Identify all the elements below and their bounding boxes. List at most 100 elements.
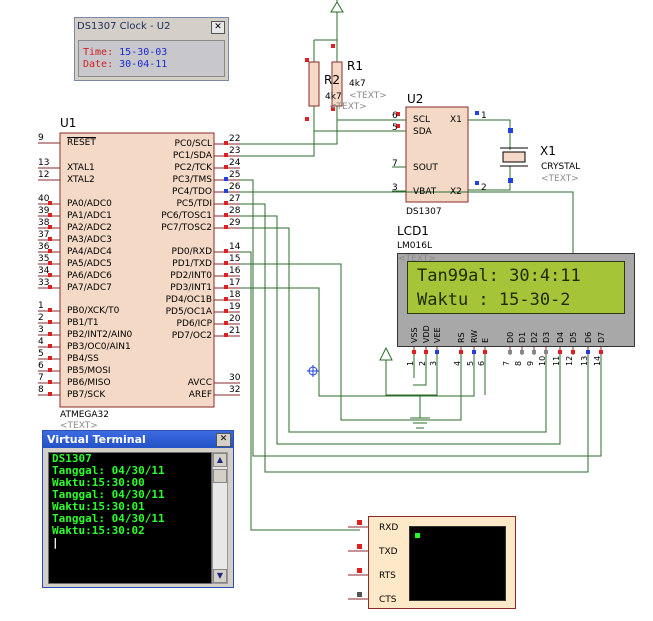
u1-pin-name: PC6/TOSC1 bbox=[161, 211, 212, 221]
u1-pin-name: PC1/SDA bbox=[172, 151, 212, 161]
u1-pin-num: 23 bbox=[229, 146, 241, 156]
virtual-terminal-titlebar[interactable]: Virtual Terminal ✕ bbox=[43, 431, 233, 448]
lcd-pin-num: 2 bbox=[418, 360, 427, 366]
u1-pin-num: 38 bbox=[38, 218, 50, 228]
date-value: 30-04-11 bbox=[119, 59, 168, 70]
virtual-terminal-title: Virtual Terminal bbox=[47, 433, 146, 446]
u1-pin-num: 2 bbox=[38, 313, 44, 323]
power-terminal bbox=[313, 0, 344, 62]
u1-pin-num: 5 bbox=[38, 349, 44, 359]
r2-ref-label[interactable]: R2 bbox=[324, 73, 340, 87]
lcd-pin-name: RW bbox=[470, 329, 479, 343]
u2-pin-sda: SDA bbox=[413, 127, 432, 137]
u1-pin-num: 22 bbox=[229, 134, 241, 144]
time-value: 15-30-03 bbox=[119, 47, 168, 58]
u1-pin-name: PD0/RXD bbox=[171, 247, 212, 257]
u1-pin-num: 30 bbox=[229, 373, 241, 383]
lcd-pin-name: VDD bbox=[422, 325, 431, 343]
x1-text-tag: <TEXT> bbox=[541, 174, 579, 184]
u1-pin-num: 20 bbox=[229, 314, 241, 324]
u1-pin-num: 36 bbox=[38, 242, 50, 252]
u1-pin-num: 7 bbox=[38, 373, 44, 383]
close-icon[interactable]: ✕ bbox=[211, 21, 225, 34]
u1-pin-num: 37 bbox=[38, 230, 50, 240]
lcd-pin-name: D6 bbox=[584, 331, 593, 343]
terminal-device-screen bbox=[409, 526, 506, 601]
lcd-pin-name: D4 bbox=[556, 331, 565, 343]
terminal-cursor: | bbox=[52, 536, 59, 549]
u1-pin-num: 32 bbox=[229, 385, 241, 395]
lcd-pin-markers bbox=[412, 350, 603, 354]
u1-pin-name: PB7/SCK bbox=[67, 390, 106, 400]
u1-pin-num: 3 bbox=[38, 325, 44, 335]
u1-pin-name: XTAL2 bbox=[67, 175, 95, 185]
u1-text-tag: <TEXT> bbox=[60, 421, 98, 431]
lcd-pin-num: 10 bbox=[538, 355, 547, 366]
lcd-pin-num: 4 bbox=[453, 360, 462, 366]
terminal-scrollbar[interactable]: ▲ ▼ bbox=[212, 452, 228, 584]
u1-pin-name: PB4/SS bbox=[67, 354, 99, 364]
u1-pin-num: 28 bbox=[229, 206, 241, 216]
u1-part-label: ATMEGA32 bbox=[60, 410, 109, 420]
u2-pin-num-vbat: 3 bbox=[392, 183, 398, 193]
scroll-down-icon[interactable]: ▼ bbox=[213, 569, 227, 583]
u1-pin-num: 35 bbox=[38, 254, 50, 264]
virtual-terminal-device[interactable]: RXD TXD RTS CTS bbox=[368, 516, 516, 609]
lcd-pin-name: D3 bbox=[542, 331, 551, 343]
ds1307-clock-window[interactable]: DS1307 Clock - U2 ✕ Time: 15-30-03 Date:… bbox=[74, 17, 229, 81]
lcd-part-label: LM016L bbox=[397, 241, 432, 251]
terminal-line: Waktu:15:30:00 bbox=[52, 476, 145, 489]
u1-pin-name: PA0/ADC0 bbox=[67, 199, 112, 209]
lcd-ref-label[interactable]: LCD1 bbox=[397, 224, 429, 238]
lcd-pin-name: VEE bbox=[433, 327, 442, 343]
u2-pin-num-x2: 2 bbox=[481, 183, 487, 193]
lcd-pin-num: 7 bbox=[502, 360, 511, 366]
lcd-pin-num: 13 bbox=[580, 355, 589, 366]
u1-pin-num: 25 bbox=[229, 170, 241, 180]
u1-pin-name: PD1/TXD bbox=[172, 259, 212, 269]
u1-pin-num: 18 bbox=[229, 290, 241, 300]
lcd-line-2: Waktu : 15-30-2 bbox=[417, 290, 571, 310]
u1-pin-num: 13 bbox=[38, 158, 50, 168]
u1-pin-num: 15 bbox=[229, 254, 241, 264]
scroll-up-icon[interactable]: ▲ bbox=[213, 453, 227, 467]
u1-pin-name: PA4/ADC4 bbox=[67, 247, 112, 257]
lcd-pin-num: 1 bbox=[406, 360, 415, 366]
u1-pin-name: PC5/TDI bbox=[176, 199, 212, 209]
x1-ref-label[interactable]: X1 bbox=[540, 144, 556, 158]
term-pin-rts: RTS bbox=[379, 571, 396, 581]
lcd-pin-name: VSS bbox=[410, 327, 419, 343]
u1-pin-name: PD6/ICP bbox=[176, 319, 212, 329]
terminal-device-cursor bbox=[415, 533, 420, 538]
u1-pin-name: PD3/INT1 bbox=[170, 283, 212, 293]
lcd-pin-num: 9 bbox=[526, 360, 535, 366]
term-pin-rxd: RXD bbox=[379, 523, 399, 533]
u1-pin-num: 26 bbox=[229, 182, 241, 192]
crosshair-marker bbox=[307, 365, 319, 377]
r1-ref-label[interactable]: R1 bbox=[347, 59, 363, 73]
r2-body bbox=[308, 61, 320, 107]
u2-ref-label[interactable]: U2 bbox=[407, 92, 424, 106]
u1-pin-num: 8 bbox=[38, 385, 44, 395]
close-icon[interactable]: ✕ bbox=[216, 433, 231, 447]
u2-pin-num-x1: 1 bbox=[481, 111, 487, 121]
u1-pin-num: 24 bbox=[229, 158, 241, 168]
date-label: Date: bbox=[83, 59, 114, 70]
x1-part-label: CRYSTAL bbox=[541, 162, 581, 172]
u1-pin-num: 16 bbox=[229, 266, 241, 276]
u1-pin-name: PC3/TMS bbox=[172, 175, 212, 185]
u1-ref-label[interactable]: U1 bbox=[60, 116, 77, 130]
u1-pin-name: PC0/SCL bbox=[174, 139, 212, 149]
lcd-pin-num: 8 bbox=[514, 360, 523, 366]
u1-pin-num: 12 bbox=[38, 170, 50, 180]
u1-pin-name: PC4/TDO bbox=[172, 187, 212, 197]
u1-pin-num: 27 bbox=[229, 194, 241, 204]
terminal-line: Waktu:15:30:01 bbox=[52, 500, 145, 513]
u1-pin-num: 29 bbox=[229, 218, 241, 228]
scroll-thumb[interactable] bbox=[213, 469, 227, 483]
